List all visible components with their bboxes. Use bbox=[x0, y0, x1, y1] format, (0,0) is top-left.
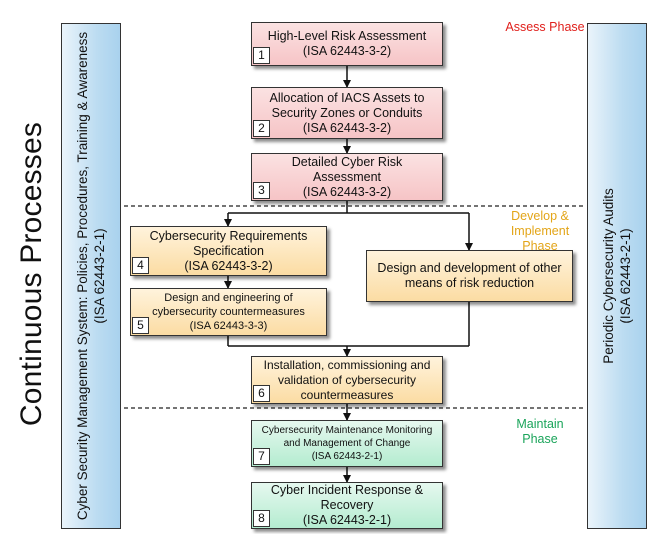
step-number-7: 7 bbox=[253, 448, 270, 465]
step-number-6: 6 bbox=[253, 385, 270, 402]
maintain-phase-label: Maintain Phase bbox=[516, 417, 564, 446]
right-panel-text: Periodic Cybersecurity Audits (ISA 62443… bbox=[597, 23, 637, 529]
right-panel-line2: (ISA 62443-2-1) bbox=[618, 228, 633, 324]
step-number-1: 1 bbox=[253, 47, 270, 64]
left-panel-text: Cyber Security Management System: Polici… bbox=[71, 23, 111, 529]
step-2-allocation-of-assets: Allocation of IACS Assets to Security Zo… bbox=[251, 87, 443, 139]
left-panel-line2: (ISA 62443-2-1) bbox=[92, 228, 107, 324]
right-panel-line1: Periodic Cybersecurity Audits bbox=[601, 188, 616, 364]
continuous-processes-label: Continuous Processes bbox=[15, 121, 48, 427]
left-panel-line1: Cyber Security Management System: Polici… bbox=[75, 31, 90, 521]
step-number-8: 8 bbox=[253, 510, 270, 527]
step-1-high-level-risk-assessment: High-Level Risk Assessment (ISA 62443-3-… bbox=[251, 22, 443, 66]
step-8-cyber-incident-response: Cyber Incident Response & Recovery (ISA … bbox=[251, 482, 443, 529]
step-4-cybersecurity-requirements-specification: Cybersecurity Requirements Specification… bbox=[130, 226, 327, 276]
continuous-processes-title: Continuous Processes bbox=[12, 14, 52, 534]
step-6-installation-commissioning-validation: Installation, commissioning and validati… bbox=[251, 356, 443, 404]
step-number-5: 5 bbox=[132, 317, 149, 334]
step-7-maintenance-monitoring: Cybersecurity Maintenance Monitoring and… bbox=[251, 420, 443, 467]
step-3-detailed-cyber-risk-assessment: Detailed Cyber Risk Assessment (ISA 6244… bbox=[251, 153, 443, 201]
step-number-2: 2 bbox=[253, 120, 270, 137]
assess-phase-label: Assess Phase bbox=[505, 20, 585, 34]
left-side-panel bbox=[61, 23, 121, 529]
step-5-design-and-engineering-of-countermeasures: Design and engineering of cybersecurity … bbox=[130, 288, 327, 336]
design-of-other-means-of-risk-reduction: Design and development of other means of… bbox=[366, 250, 573, 302]
step-number-4: 4 bbox=[132, 257, 149, 274]
right-side-panel bbox=[587, 23, 647, 529]
step-number-3: 3 bbox=[253, 182, 270, 199]
develop-phase-label: Develop & Implement Phase bbox=[510, 209, 570, 253]
